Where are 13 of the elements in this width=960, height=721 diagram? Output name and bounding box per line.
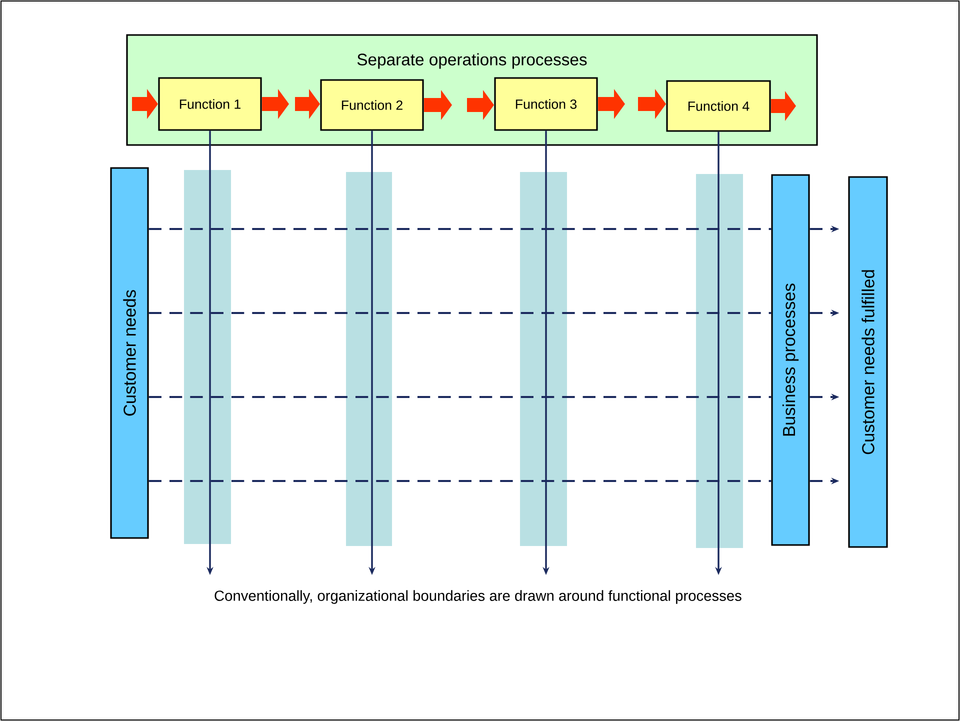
caption: Conventionally, organizational boundaries are drawn around functional processes: [214, 590, 742, 604]
block-arrow: [424, 90, 494, 120]
vertical-box: Customer needs fulfilled: [848, 176, 888, 548]
vertical-box: Customer needs: [110, 167, 149, 539]
function-box: Function 3: [494, 77, 598, 131]
function-box: Function 1: [158, 77, 262, 131]
block-arrow: [598, 89, 666, 119]
function-box: Function 2: [320, 79, 424, 131]
block-arrow: [132, 89, 158, 119]
block-arrow: [771, 91, 796, 121]
vertical-box: Business processes: [771, 174, 810, 546]
function-box: Function 4: [666, 80, 771, 132]
block-arrow: [262, 89, 320, 119]
